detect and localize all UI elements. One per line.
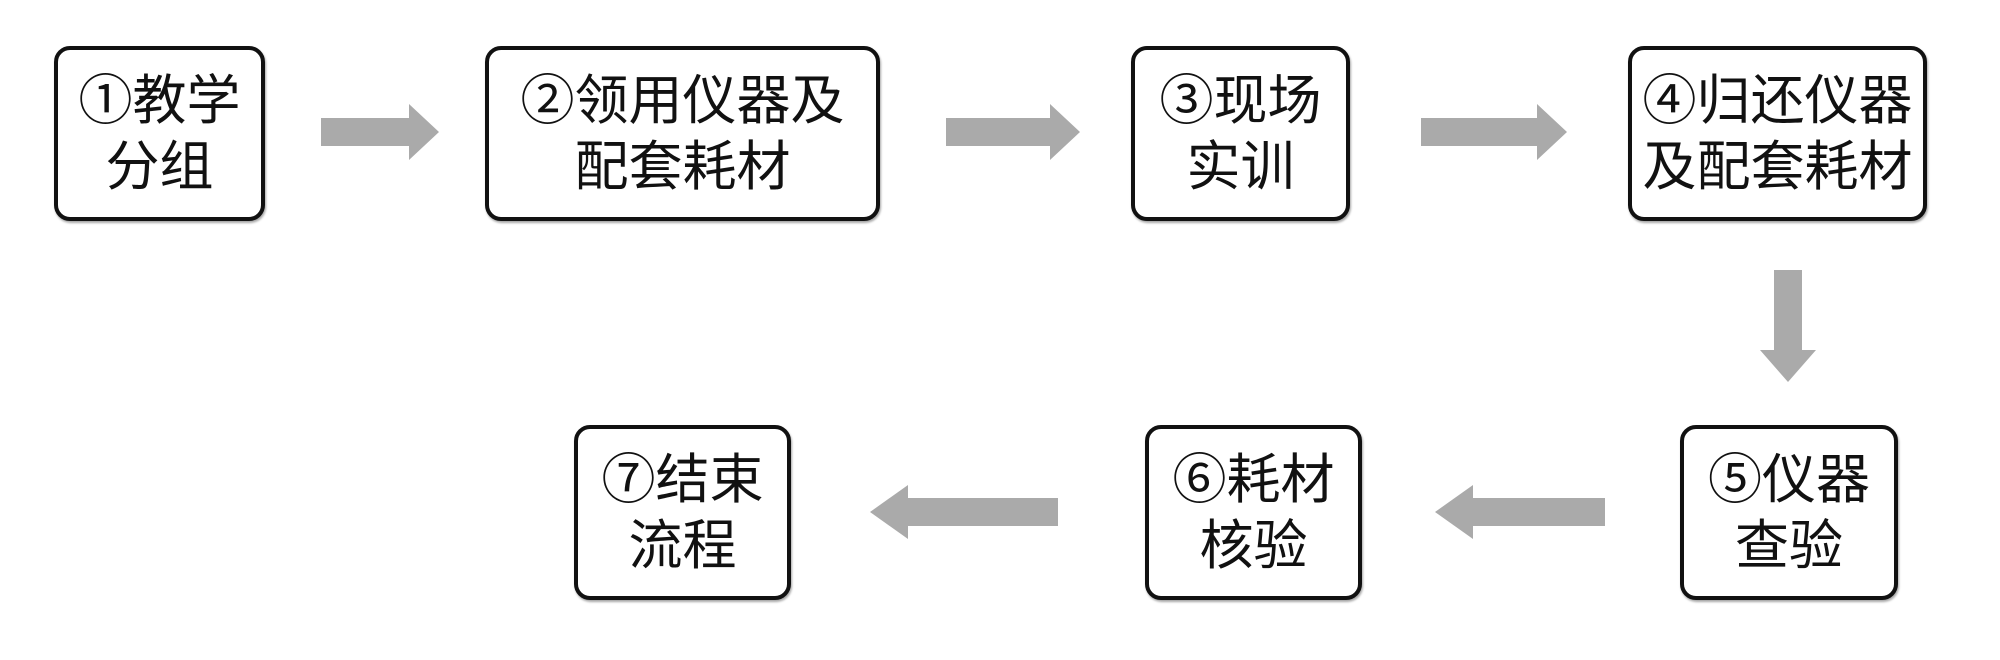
step-1-line1: ①教学 <box>78 68 241 132</box>
arrow-left-1-icon <box>1435 485 1605 539</box>
step-5-box: ⑤仪器 查验 <box>1680 425 1898 600</box>
arrow-right-2-icon <box>946 104 1080 160</box>
step-4-line2: 及配套耗材 <box>1642 134 1913 198</box>
step-3-box: ③现场 实训 <box>1131 46 1350 221</box>
arrow-down-icon <box>1760 270 1816 382</box>
step-2-box: ②领用仪器及 配套耗材 <box>485 46 880 221</box>
step-1-box: ①教学 分组 <box>54 46 265 221</box>
step-5-line2: 查验 <box>1735 513 1843 577</box>
step-2-line2: 配套耗材 <box>574 134 791 198</box>
step-4-box: ④归还仪器 及配套耗材 <box>1628 46 1927 221</box>
step-7-line1: ⑦结束 <box>601 447 764 511</box>
step-7-line2: 流程 <box>628 513 737 577</box>
arrow-left-2-icon <box>870 485 1058 539</box>
step-4-line1: ④归还仪器 <box>1642 68 1913 132</box>
step-1-line2: 分组 <box>105 134 214 198</box>
step-6-line1: ⑥耗材 <box>1172 447 1335 511</box>
step-2-line1: ②领用仪器及 <box>520 68 845 132</box>
arrow-right-3-icon <box>1421 104 1567 160</box>
arrow-right-1-icon <box>321 104 439 160</box>
step-3-line2: 实训 <box>1186 134 1295 198</box>
step-5-line1: ⑤仪器 <box>1708 447 1870 511</box>
step-6-box: ⑥耗材 核验 <box>1145 425 1362 600</box>
step-6-line2: 核验 <box>1199 513 1308 577</box>
step-7-box: ⑦结束 流程 <box>574 425 791 600</box>
step-3-line1: ③现场 <box>1159 68 1322 132</box>
